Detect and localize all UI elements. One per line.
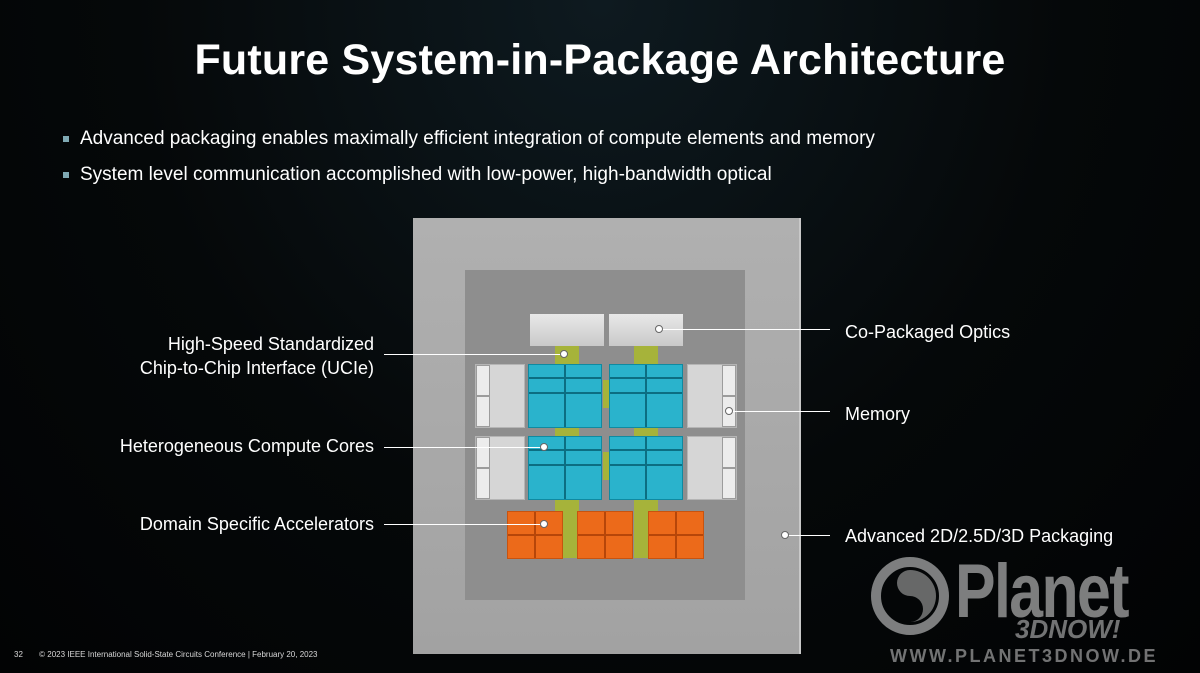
ucie-bridge bbox=[634, 500, 658, 512]
memory-stack bbox=[475, 364, 525, 428]
callout-memory: Memory bbox=[845, 404, 911, 424]
leader-dot bbox=[781, 531, 789, 539]
compute-core bbox=[609, 364, 683, 428]
ucie-bridge bbox=[603, 452, 609, 480]
accelerator-chiplet bbox=[577, 511, 633, 559]
leader-dot bbox=[655, 325, 663, 333]
leader-line bbox=[384, 354, 564, 355]
bullet-item: Advanced packaging enables maximally eff… bbox=[62, 126, 875, 162]
watermark-sub: 3DNOW! bbox=[1015, 614, 1121, 644]
memory-die bbox=[476, 468, 490, 499]
callout-ucie-line2: Chip-to-Chip Interface (UCIe) bbox=[139, 358, 374, 378]
slide-title: Future System-in-Package Architecture bbox=[194, 36, 1006, 84]
leader-dot bbox=[725, 407, 733, 415]
optics-chiplet bbox=[530, 314, 604, 346]
callout-ucie: High-Speed Standardized Chip-to-Chip Int… bbox=[60, 332, 374, 380]
callout-ucie-line1: High-Speed Standardized bbox=[167, 334, 374, 354]
bullet-list: Advanced packaging enables maximally eff… bbox=[62, 126, 875, 198]
bullet-item: System level communication accomplished … bbox=[62, 162, 875, 198]
footer-text: © 2023 IEEE International Solid-State Ci… bbox=[39, 650, 318, 659]
leader-dot bbox=[560, 350, 568, 358]
memory-die bbox=[722, 437, 736, 468]
memory-die bbox=[476, 437, 490, 468]
leader-line bbox=[384, 447, 544, 448]
page-number: 32 bbox=[14, 650, 23, 659]
memory-stack bbox=[475, 436, 525, 500]
memory-die bbox=[476, 396, 490, 427]
slide-footer: 32 © 2023 IEEE International Solid-State… bbox=[14, 650, 318, 659]
compute-core bbox=[609, 436, 683, 500]
ucie-bridge bbox=[634, 346, 658, 364]
leader-dot bbox=[540, 520, 548, 528]
callout-accelerators: Domain Specific Accelerators bbox=[139, 514, 374, 534]
ucie-bridge bbox=[555, 500, 579, 512]
ucie-bridge bbox=[563, 512, 577, 558]
callout-packaging: Advanced 2D/2.5D/3D Packaging bbox=[845, 526, 1114, 546]
ucie-bridge bbox=[555, 427, 579, 437]
accelerator-chiplet bbox=[648, 511, 704, 559]
leader-line bbox=[730, 411, 830, 412]
planet-swirl-icon bbox=[871, 557, 949, 635]
memory-stack bbox=[687, 364, 737, 428]
callout-cores: Heterogeneous Compute Cores bbox=[119, 436, 374, 456]
leader-line bbox=[384, 524, 544, 525]
leader-line bbox=[660, 329, 830, 330]
memory-die bbox=[476, 365, 490, 396]
optics-chiplet bbox=[609, 314, 683, 346]
ucie-bridge bbox=[603, 380, 609, 408]
memory-die bbox=[722, 365, 736, 396]
memory-die bbox=[722, 468, 736, 499]
ucie-bridge bbox=[634, 512, 648, 558]
watermark-url: WWW.PLANET3DNOW.DE bbox=[890, 646, 1158, 666]
compute-core bbox=[528, 364, 602, 428]
accelerator-chiplet bbox=[507, 511, 563, 559]
ucie-bridge bbox=[634, 427, 658, 437]
leader-line bbox=[786, 535, 830, 536]
watermark-brand: Planet bbox=[955, 549, 1129, 634]
memory-stack bbox=[687, 436, 737, 500]
leader-dot bbox=[540, 443, 548, 451]
callout-optics: Co-Packaged Optics bbox=[845, 322, 1011, 342]
